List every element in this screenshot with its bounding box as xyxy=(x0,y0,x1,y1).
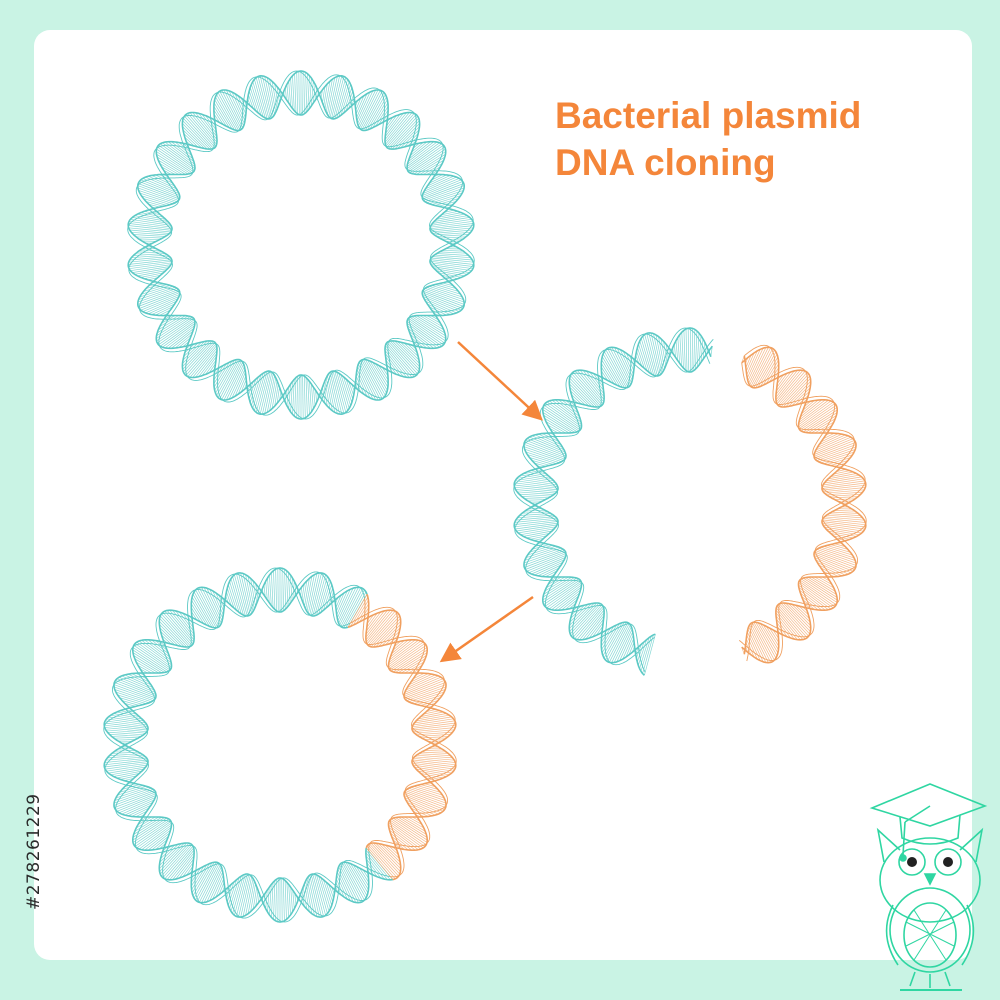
white-panel xyxy=(34,30,972,960)
vector-dna-segment xyxy=(513,327,714,676)
vector-dna-ring xyxy=(127,70,475,420)
title-line-1: Bacterial plasmid xyxy=(555,95,862,136)
base-pairs xyxy=(347,594,456,880)
owl-graduate-icon xyxy=(869,783,988,991)
arrow-step-1 xyxy=(457,341,543,421)
arrow-step-2 xyxy=(439,595,534,663)
strand-b-edge xyxy=(744,344,866,662)
plasmid-intact xyxy=(127,70,475,420)
base-pairs xyxy=(741,347,866,663)
base-pairs xyxy=(514,327,713,676)
strand-b xyxy=(741,346,867,655)
strand-a-edge xyxy=(738,362,867,661)
base-pairs xyxy=(128,71,474,419)
strand-a xyxy=(103,572,370,923)
strand-a-edge xyxy=(104,571,373,923)
graduation-cap-icon xyxy=(869,783,988,862)
insert-dna-segment xyxy=(347,593,457,881)
insert-dna-segment xyxy=(738,344,867,664)
plasmid-recombinant xyxy=(103,567,457,923)
plasmid-cut-with-insert xyxy=(513,327,867,676)
diagram-title: Bacterial plasmid DNA cloning xyxy=(555,92,861,186)
stock-id-label: #278261229 xyxy=(24,793,44,910)
title-line-2: DNA cloning xyxy=(555,142,776,183)
base-pairs xyxy=(104,568,394,922)
vector-dna-segment xyxy=(103,567,394,923)
strand-b xyxy=(513,327,712,676)
